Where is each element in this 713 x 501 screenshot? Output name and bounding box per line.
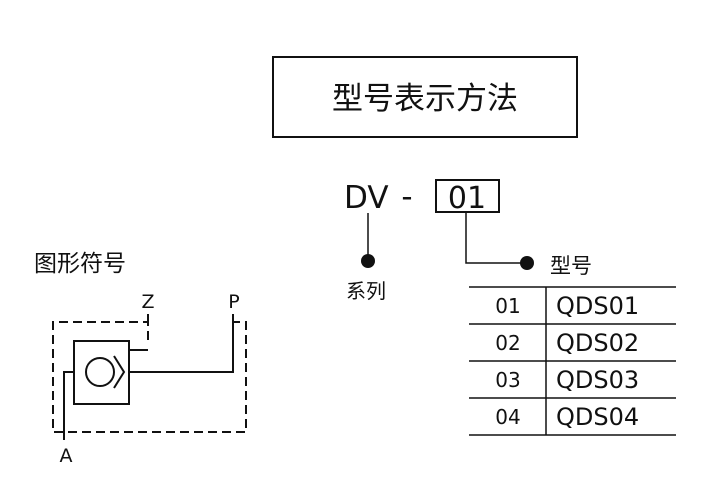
table-cell-code: 04 [495, 405, 520, 429]
title-box [272, 56, 578, 138]
port-z-label: Z [141, 291, 154, 313]
table-row: 03 QDS03 [495, 366, 639, 394]
check-ball-icon [85, 357, 115, 387]
port-p-label: P [228, 291, 239, 313]
title-text: 型号表示方法 [332, 81, 518, 117]
dashed-boundary [52, 321, 247, 433]
table-row: 04 QDS04 [495, 403, 639, 431]
code-dash: - [401, 179, 412, 215]
series-label: 系列 [346, 279, 386, 303]
code-prefix: DV [344, 180, 389, 216]
valve-symbol: Z P A [52, 291, 247, 467]
table-row: 01 QDS01 [495, 292, 639, 320]
model-leader-line [465, 212, 522, 264]
model-label: 型号 [550, 254, 592, 278]
table-cell-model: QDS01 [556, 292, 639, 320]
check-seat-icon [113, 355, 126, 389]
table-cell-code: 03 [495, 368, 520, 392]
flow-line-a [63, 371, 74, 440]
table-cell-code: 01 [495, 294, 520, 318]
table-cell-model: QDS03 [556, 366, 639, 394]
port-a-label: A [60, 445, 73, 467]
flow-line-p [129, 322, 234, 373]
table-cell-model: QDS04 [556, 403, 639, 431]
series-dot [361, 254, 375, 268]
code-box [435, 179, 500, 213]
model-dot [520, 256, 534, 270]
model-table: 01 QDS01 02 QDS02 03 QDS03 04 QDS04 [469, 286, 676, 436]
valve-body [73, 340, 130, 405]
table-cell-model: QDS02 [556, 329, 639, 357]
symbol-heading: 图形符号 [34, 251, 126, 277]
code-box-value: 01 [448, 181, 486, 216]
table-row: 02 QDS02 [495, 329, 639, 357]
table-cell-code: 02 [495, 331, 520, 355]
